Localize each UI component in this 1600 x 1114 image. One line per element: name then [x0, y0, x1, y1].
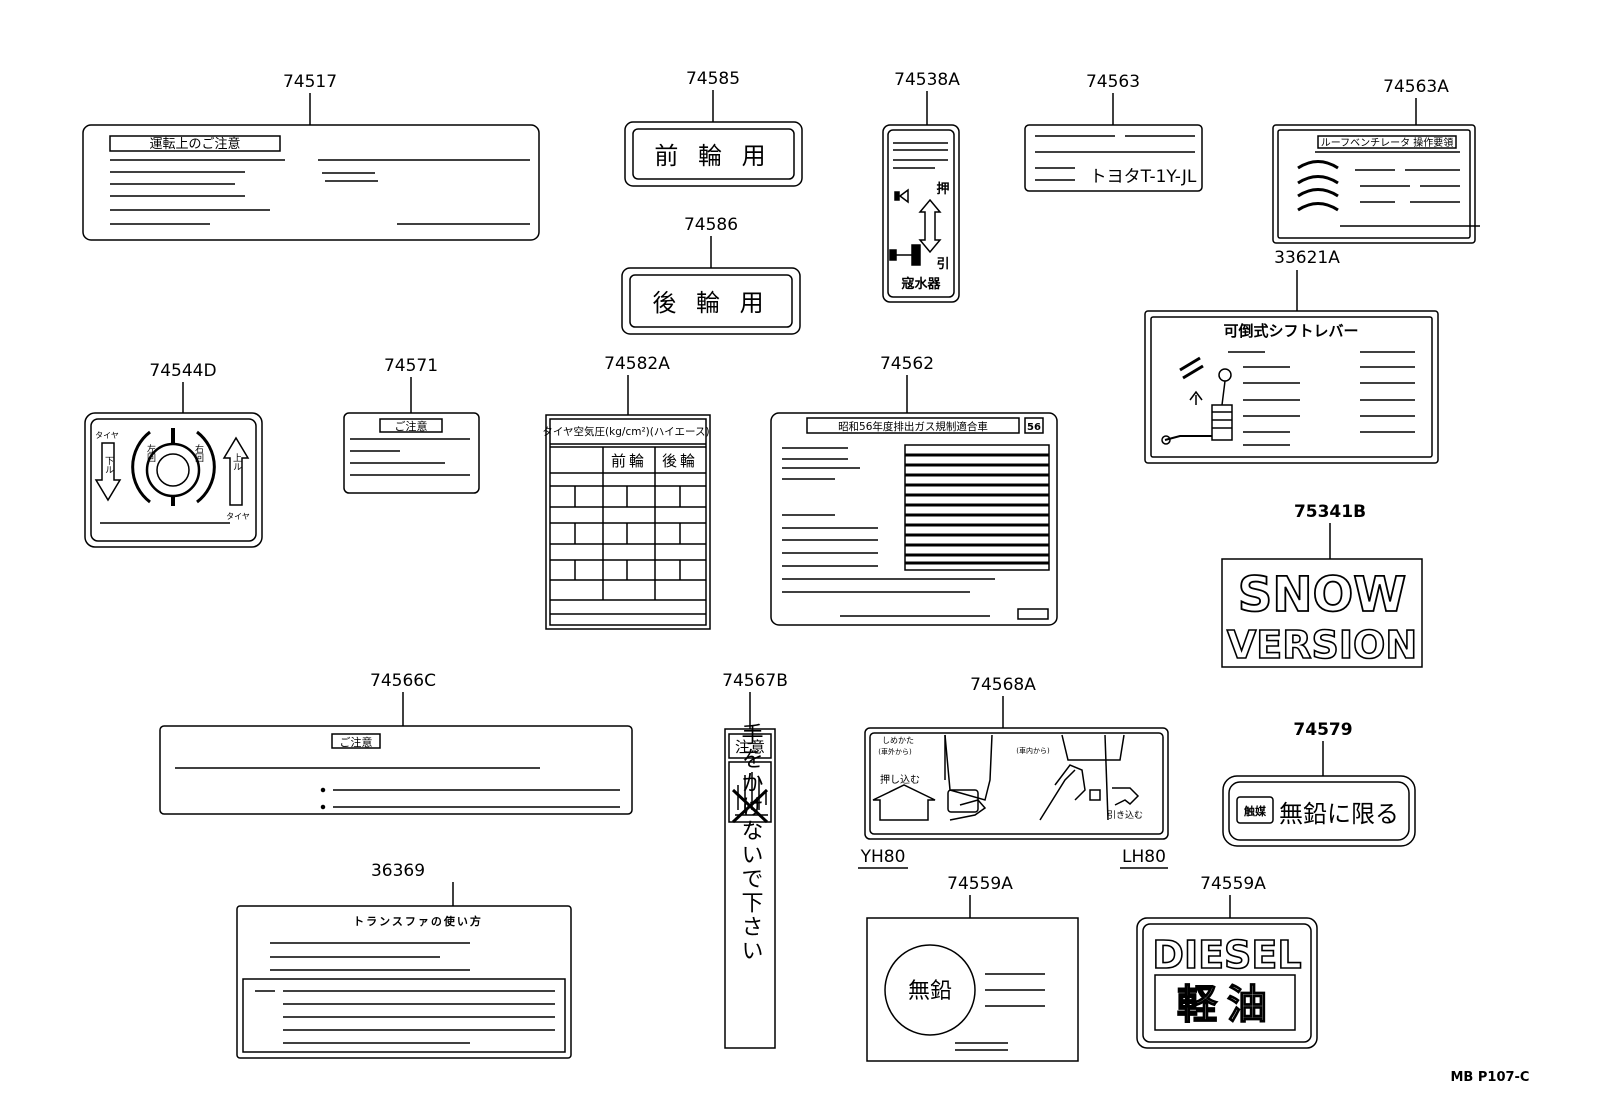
tire-text-right-74544D: タイヤ — [226, 512, 250, 521]
version-text-75341B: VERSION — [1227, 623, 1417, 667]
catalyst-badge-74579: 触媒 — [1243, 804, 1267, 818]
part-number-74563A: 74563A — [1383, 77, 1449, 97]
push-in-text: 押し込む — [880, 773, 920, 786]
part-number-74585: 74585 — [686, 69, 740, 89]
reference-code: MB P107-C — [1451, 1070, 1530, 1085]
label-33621A: 33621A 可倒式シフトレバー — [1144, 248, 1439, 464]
label-74559A-diesel: 74559A DIESEL 軽油 — [1136, 874, 1318, 1049]
part-number-74544D: 74544D — [149, 361, 216, 381]
label-74568A: 74568A しめかた (車外から) (車内から) 押し込む 引き込む — [864, 675, 1169, 840]
transfer-title-36369: トランスファの使い方 — [353, 914, 483, 928]
label-74571: 74571 ご注意 — [343, 356, 480, 494]
how-to-close-text: しめかた — [882, 736, 914, 745]
label-74538A: 74538A 押 引 寇水器 — [882, 70, 960, 303]
label-74566C: 74566C ご注意 — [159, 671, 633, 815]
up-text-74544D: 上ル — [231, 453, 242, 471]
emission-title-74562: 昭和56年度排出ガス規制適合車 — [838, 420, 988, 433]
pull-text-74538A: 引 — [936, 257, 949, 272]
part-number-74517: 74517 — [283, 72, 337, 92]
part-number-74562: 74562 — [880, 354, 934, 374]
part-number-74563: 74563 — [1086, 72, 1140, 92]
label-74517: 74517 運転上のご注意 — [82, 72, 540, 241]
from-outside-text: (車外から) — [878, 747, 912, 756]
part-number-74559A-2: 74559A — [1200, 874, 1266, 894]
label-74586: 74586 後 輪 用 — [621, 215, 801, 335]
tire-pressure-title-74582A: タイヤ空気圧(kg/cm²)(ハイエース) — [542, 425, 709, 438]
title-33621A: 可倒式シフトレバー — [1223, 322, 1358, 340]
label-36369: 36369 トランスファの使い方 — [236, 861, 572, 1059]
part-number-75341B: 75341B — [1294, 502, 1366, 522]
label-74559A-unleaded: 74559A 無鉛 — [866, 874, 1079, 1062]
pull-in-text: 引き込む — [1107, 810, 1143, 821]
label-74563: 74563 トヨタT-1Y-JL — [1024, 72, 1203, 192]
unleaded-only-text-74579: 無鉛に限る — [1279, 800, 1399, 828]
label-74544D: 74544D タイヤ 下ル 上ル タイヤ 左回 右回 — [84, 361, 263, 548]
label-74582A: 74582A タイヤ空気圧(kg/cm²)(ハイエース) 前輪 後輪 — [542, 354, 711, 630]
caution-title-74566C: ご注意 — [340, 735, 373, 749]
part-number-74566C: 74566C — [370, 671, 436, 691]
caution-title-74571: ご注意 — [395, 419, 428, 433]
part-number-74567B: 74567B — [722, 671, 788, 691]
caution-title-74567B: 注意 — [735, 738, 765, 756]
part-number-74586: 74586 — [684, 215, 738, 235]
part-number-33621A: 33621A — [1274, 248, 1340, 268]
push-text-74538A: 押 — [936, 181, 949, 197]
bottom-text-74538A: 寇水器 — [900, 276, 941, 292]
part-number-74571: 74571 — [384, 356, 438, 376]
left-turn-text-74544D: 左回 — [145, 443, 156, 463]
diesel-text: DIESEL — [1152, 933, 1301, 977]
from-inside-text: (車内から) — [1016, 746, 1050, 755]
part-number-74559A-1: 74559A — [947, 874, 1013, 894]
tire-text-left-74544D: タイヤ — [95, 431, 119, 440]
hatched-block-74562 — [904, 444, 1050, 571]
label-74562: 74562 昭和56年度排出ガス規制適合車 56 — [770, 354, 1058, 626]
label-74563A: 74563A ルーフベンチレータ 操作要領 — [1272, 77, 1480, 244]
part-number-74582A: 74582A — [604, 354, 670, 374]
model-code-74563: トヨタT-1Y-JL — [1090, 167, 1197, 187]
front-wheel-text: 前 輪 用 — [654, 142, 771, 170]
part-number-74538A: 74538A — [894, 70, 960, 90]
model-yh80: YH80 — [860, 847, 906, 867]
label-74585: 74585 前 輪 用 — [624, 69, 803, 187]
title-74563A: ルーフベンチレータ 操作要領 — [1321, 136, 1454, 149]
label-74567B: 74567B 注意 手をかけないで下さい — [722, 671, 788, 1049]
label-74579: 74579 触媒 無鉛に限る — [1222, 720, 1416, 847]
model-lh80: LH80 — [1122, 847, 1166, 867]
part-number-74568A: 74568A — [970, 675, 1036, 695]
down-text-74544D: 下ル — [103, 456, 114, 474]
right-turn-text-74544D: 右回 — [193, 443, 204, 463]
label-75341B: 75341B SNOW VERSION — [1221, 502, 1423, 668]
snow-text-75341B: SNOW — [1238, 567, 1407, 623]
part-number-36369: 36369 — [371, 861, 425, 881]
unleaded-circle-text: 無鉛 — [908, 979, 952, 1004]
caution-title-74517: 運転上のご注意 — [149, 136, 240, 152]
front-header-74582A: 前輪 — [611, 452, 647, 470]
dont-touch-text-74567B: 手をかけないで下さい — [738, 723, 763, 963]
rear-header-74582A: 後輪 — [662, 452, 698, 470]
diesel-jp-text: 軽油 — [1177, 982, 1277, 1028]
rear-wheel-text: 後 輪 用 — [652, 289, 769, 317]
badge-74562: 56 — [1027, 422, 1041, 433]
part-number-74579: 74579 — [1293, 720, 1352, 740]
